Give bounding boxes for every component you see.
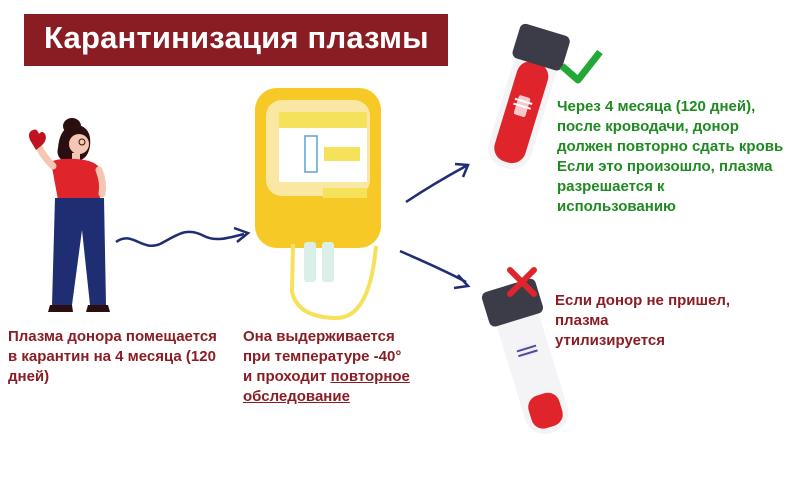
success-line-5: разрешается к использованию: [557, 178, 676, 215]
success-line-2: после кроводачи, донор: [557, 118, 739, 135]
cross-icon: [507, 267, 537, 297]
check-icon: [559, 49, 603, 84]
title-banner: Карантинизация плазмы: [24, 14, 448, 66]
failure-line-1: Если донор не пришел, плазма: [555, 292, 731, 329]
retest-link-part-2[interactable]: обследование: [243, 388, 350, 405]
donor-line-2: в карантин на 4 месяца (120: [8, 348, 216, 365]
success-line-1: Через 4 месяца (120 дней),: [557, 98, 756, 115]
donor-description: Плазма донора помещается в карантин на 4…: [8, 327, 248, 387]
failure-description: Если донор не пришел, плазма утилизирует…: [555, 291, 785, 351]
donor-line-1: Плазма донора помещается: [8, 328, 217, 345]
storage-line-1: Она выдерживается: [243, 328, 395, 345]
success-description: Через 4 месяца (120 дней), после кровода…: [557, 97, 785, 217]
storage-line-4: обследование: [243, 387, 443, 407]
plasma-bag-icon: [255, 88, 381, 321]
storage-line-2: при температуре -40°: [243, 348, 402, 365]
storage-line-3: и проходит повторное: [243, 367, 443, 387]
storage-line-3-prefix: и проходит: [243, 368, 331, 385]
retest-link-part-1[interactable]: повторное: [330, 368, 410, 385]
donor-line-3: дней): [8, 368, 50, 385]
success-line-4: Если это произошло, плазма: [557, 158, 773, 175]
woman-donor-icon: [29, 118, 110, 312]
arrow-to-success: [405, 164, 467, 204]
success-tube-icon: [488, 23, 570, 170]
arrow-to-bag: [115, 230, 245, 247]
page-title: Карантинизация плазмы: [44, 20, 429, 55]
storage-description: Она выдерживается при температуре -40° и…: [243, 327, 443, 407]
failure-line-2: утилизируется: [555, 332, 666, 349]
success-line-3: должен повторно сдать кровь: [557, 138, 784, 155]
arrow-to-failure: [399, 249, 467, 284]
